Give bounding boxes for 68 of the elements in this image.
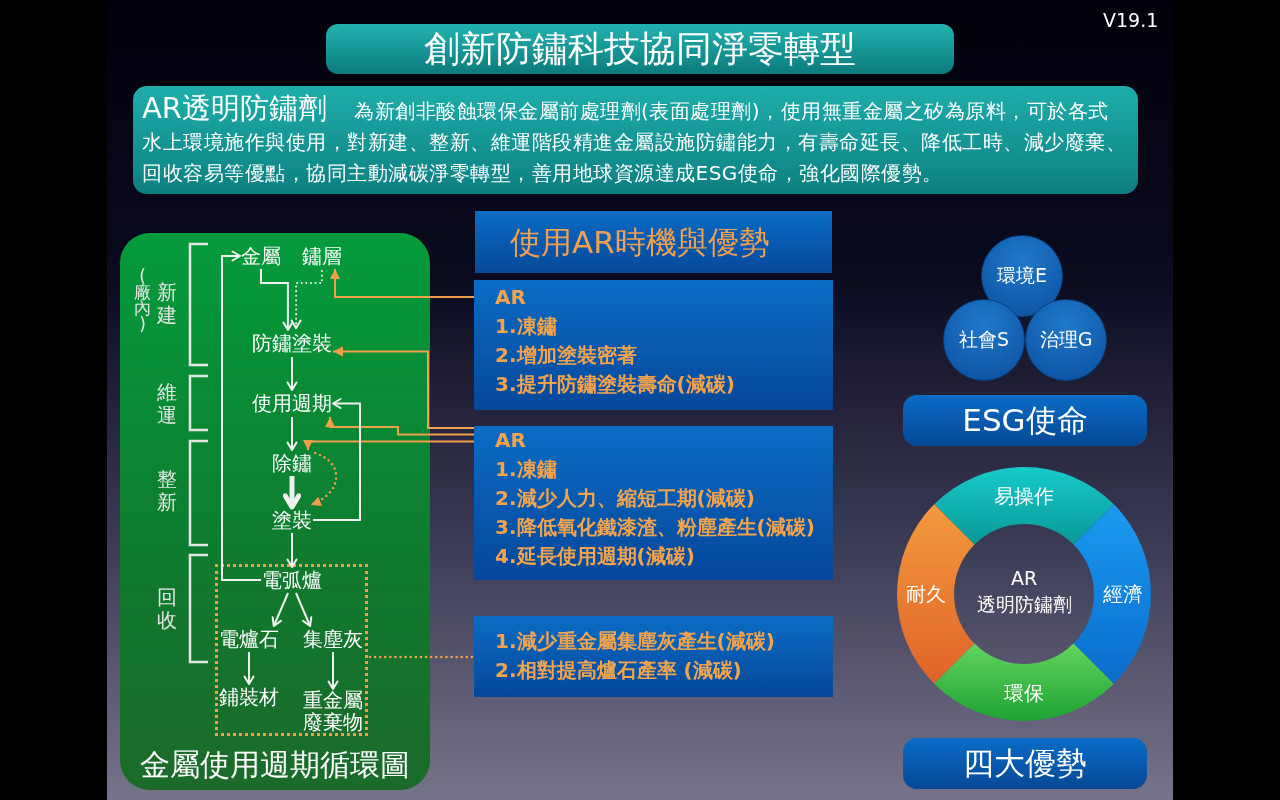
list-item: 4.延長使用週期(減碳) [495, 543, 695, 570]
ring-segment [934, 643, 1114, 721]
segment-label: 耐久 [905, 581, 946, 607]
step-label: 電爐石 [218, 626, 280, 652]
cycle-panel [120, 233, 430, 790]
arrow [330, 268, 475, 298]
dotted-frame [215, 564, 368, 736]
stage-label: 新建 [157, 281, 177, 327]
segment-label: 經濟 [1102, 581, 1143, 607]
stage-label: 回收 [157, 586, 177, 632]
segment-label: 環保 [1004, 679, 1044, 706]
ring-segment [1073, 504, 1151, 684]
info-panel [474, 426, 833, 580]
arrow [332, 346, 475, 429]
arrow [325, 416, 475, 436]
list-heading: AR [495, 284, 526, 311]
arrow [221, 250, 262, 581]
stage-label: (廠內) [134, 268, 151, 332]
stage-label: 整新 [157, 468, 177, 514]
list-item: 1.凍鏽 [495, 456, 557, 483]
page-title: 創新防鏽科技協同淨零轉型 [326, 24, 954, 74]
dotted-arrow [309, 451, 338, 507]
step-label: 使用週期 [251, 390, 333, 417]
arrow [243, 651, 255, 685]
intro-paragraph: AR透明防鏽劑 為新創非酸蝕環保金屬前處理劑(表面處理劑)，使用無重金屬之矽為原料，可於各式水上環境施作與使用，對新建、整新、維運階段精進金屬設施防鏽能力，有壽命延長、降低工時、減少廢棄、回收容易等優點，協同主動減碳淨零轉型，善用地球資源達成ESG使命，強化國際優勢。 [142, 91, 1127, 187]
section-banner: ESG使命 [903, 395, 1147, 446]
list-item: 1.凍鏽 [495, 313, 557, 340]
panel-title: 金屬使用週期循環圖 [140, 747, 410, 783]
info-panel [474, 280, 833, 410]
list-item: 2.相對提高爐石產率 (減碳) [495, 657, 742, 684]
step-label: 塗裝 [271, 507, 313, 533]
segment-label: 易操作 [994, 482, 1054, 509]
arrow [295, 592, 313, 627]
step-label: 鋪裝材 [218, 684, 280, 710]
stage-label: 維運 [157, 381, 177, 427]
step-label: 金屬 [240, 243, 282, 269]
center-label: AR透明防鏽劑 [976, 565, 1072, 617]
section-header: 使用AR時機與優勢 [475, 211, 832, 273]
esg-circle: 社會S [943, 299, 1025, 381]
arrow [271, 592, 289, 627]
list-item: 3.降低氧化鐵漆渣、粉塵產生(減碳) [495, 514, 815, 541]
arrow [286, 416, 298, 451]
arrow [282, 476, 302, 510]
esg-circle: 治理G [1025, 299, 1107, 381]
arrow [286, 532, 298, 568]
info-panel [474, 616, 833, 697]
arrow [303, 440, 475, 451]
list-item: 3.提升防鏽塗裝壽命(減碳) [495, 371, 735, 398]
dotted-arrow [290, 270, 323, 329]
ring-segment [934, 467, 1114, 545]
list-item: 2.減少人力、縮短工期(減碳) [495, 485, 755, 512]
ring-segment [897, 504, 975, 684]
version-label: V19.1 [1103, 9, 1159, 31]
step-label: 集塵灰 [302, 626, 364, 652]
step-label: 除鏽 [271, 450, 313, 476]
arrow [260, 268, 294, 331]
step-label: 鏽層 [301, 243, 343, 269]
dotted-line [368, 655, 474, 659]
list-item: 2.增加塗裝密著 [495, 342, 637, 369]
step-label: 防鏽塗裝 [251, 330, 333, 357]
step-label: 電弧爐 [261, 567, 323, 593]
arrow [312, 398, 361, 521]
arrow [286, 356, 298, 391]
list-heading: AR [495, 427, 526, 454]
arrow [327, 651, 339, 690]
list-item: 1.減少重金屬集塵灰產生(減碳) [495, 628, 775, 655]
step-label: 重金屬廢棄物 [302, 689, 364, 733]
section-banner: 四大優勢 [903, 738, 1147, 789]
